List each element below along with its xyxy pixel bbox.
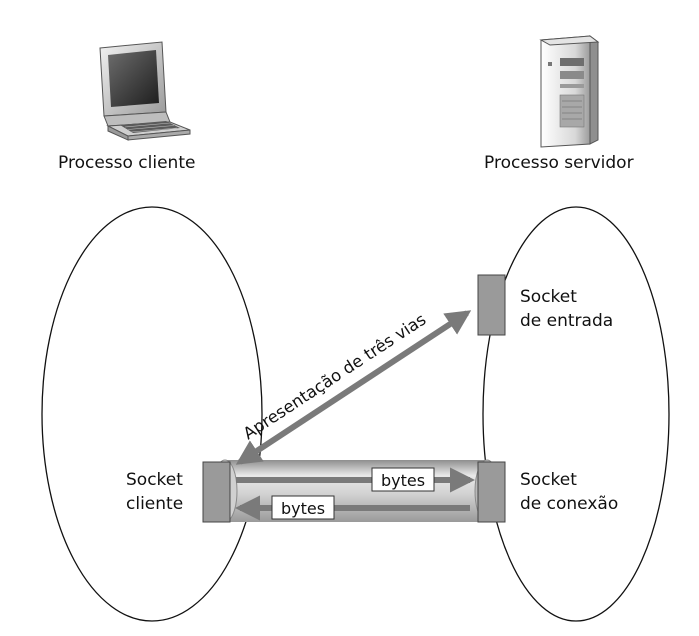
connection-socket-label-line1: Socket (520, 470, 577, 490)
welcome-socket-label-line2: de entrada (520, 311, 614, 331)
connection-socket-label-line2: de conexão (520, 494, 619, 514)
client-process-title: Processo cliente (58, 153, 196, 173)
welcome-socket-label-line1: Socket (520, 287, 577, 307)
bytes-label-upper: bytes (381, 471, 425, 490)
client-socket (202, 461, 231, 523)
handshake-arrow (235, 310, 472, 465)
handshake-label: Apresentação de três vias (240, 310, 430, 444)
bytes-label-lower: bytes (281, 499, 325, 518)
connection-socket (477, 461, 506, 523)
server-process-title: Processo servidor (484, 153, 634, 173)
server-tower-icon (539, 35, 600, 148)
server-process-boundary (482, 206, 670, 622)
bytes-label-box-upper (371, 467, 435, 492)
bytes-label-box-lower (271, 495, 335, 520)
client-process-boundary (41, 206, 263, 622)
client-socket-label-line1: Socket (126, 470, 183, 490)
welcome-socket (477, 274, 506, 336)
tcp-connection-pipe (212, 459, 500, 523)
desktop-computer-icon (99, 41, 191, 141)
client-socket-label-line2: cliente (126, 494, 184, 514)
